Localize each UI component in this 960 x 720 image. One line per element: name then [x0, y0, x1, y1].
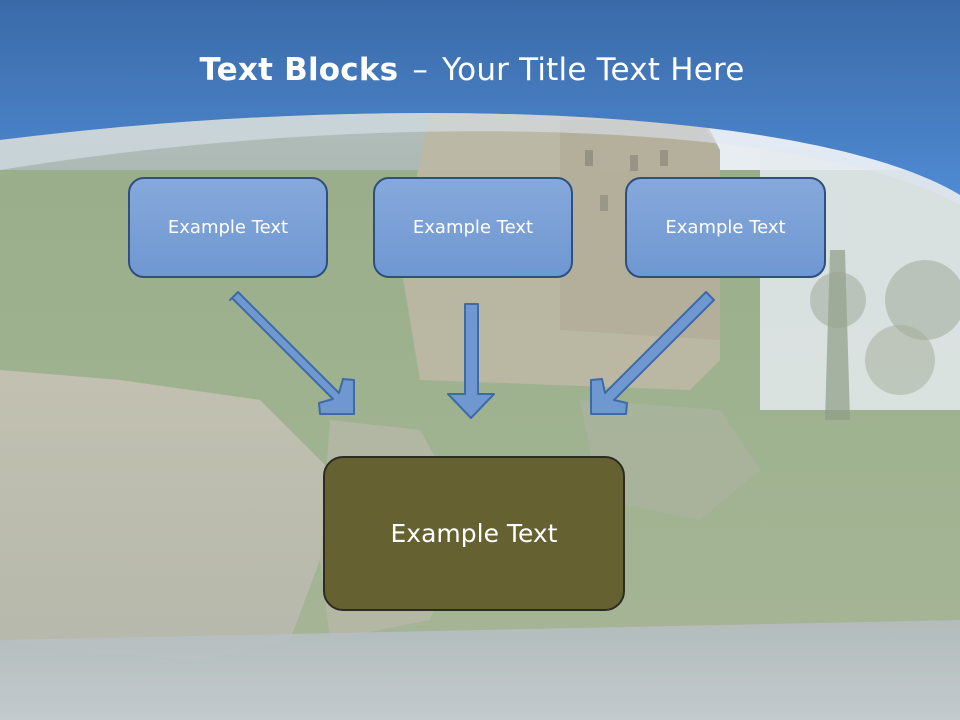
slide-title: Text Blocks – Your Title Text Here [0, 52, 944, 88]
text-block-3[interactable]: Example Text [625, 177, 826, 278]
text-block-1-label: Example Text [167, 217, 289, 238]
text-block-3-label: Example Text [665, 217, 786, 238]
text-block-2[interactable]: Example Text [373, 177, 573, 278]
text-block-2-label: Example Text [412, 217, 534, 238]
main-text-block-label: Example Text [390, 519, 558, 548]
text-block-1[interactable]: Example Text [128, 177, 328, 278]
main-text-block[interactable]: Example Text [323, 456, 625, 611]
title-bold-text: Text Blocks [199, 52, 399, 88]
title-rest-text: Your Title Text Here [442, 52, 745, 88]
title-dash: – [412, 52, 429, 88]
